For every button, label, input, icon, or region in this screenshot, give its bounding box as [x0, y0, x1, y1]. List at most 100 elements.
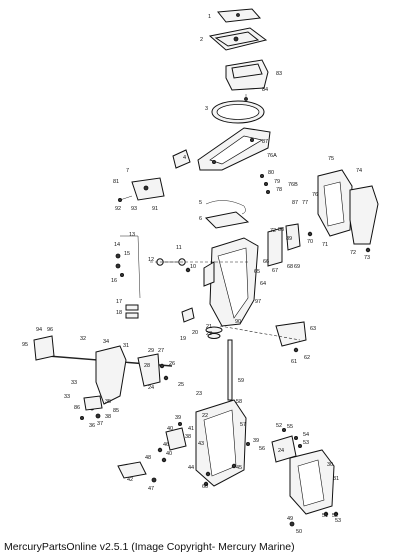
- drive-shaft: [227, 339, 233, 401]
- part-callout-75: 75: [328, 156, 334, 162]
- part-callout-24: 24: [148, 385, 154, 391]
- part-callout-76: 76: [312, 192, 318, 198]
- part-callout-48: 48: [145, 455, 151, 461]
- part-callout-72: 72: [270, 228, 276, 234]
- part-callout-22: 22: [202, 413, 208, 419]
- part-callout-34: 34: [103, 339, 109, 345]
- part-callout-64: 64: [260, 281, 266, 287]
- throttle-linkage: [115, 235, 141, 319]
- part-callout-10: 10: [190, 264, 196, 270]
- seal-ring-gasket: [211, 100, 265, 124]
- part-callout-90: 90: [235, 319, 241, 325]
- washer-group-20-22: [181, 307, 223, 339]
- part-callout-86: 86: [74, 405, 80, 411]
- part-callout-21: 21: [206, 324, 212, 330]
- part-callout-6: 6: [199, 216, 202, 222]
- part-callout-19: 19: [180, 336, 186, 342]
- part-callout-20: 20: [192, 330, 198, 336]
- part-callout-22: 22: [206, 331, 212, 337]
- lock-plate: [267, 223, 301, 267]
- part-callout-79: 79: [274, 179, 280, 185]
- part-callout-56: 56: [259, 446, 265, 452]
- part-callout-76B: 76B: [288, 182, 298, 188]
- part-callout-35: 35: [105, 399, 111, 405]
- part-callout-52: 52: [332, 513, 338, 519]
- shift-plate-42: [117, 461, 157, 483]
- part-callout-77: 77: [302, 200, 308, 206]
- side-cover-outer: [349, 185, 379, 245]
- part-callout-17: 17: [116, 299, 122, 305]
- adapter-gasket: [172, 149, 191, 169]
- part-callout-31: 31: [333, 476, 339, 482]
- part-callout-13: 13: [129, 232, 135, 238]
- part-callout-45: 45: [236, 465, 242, 471]
- top-cover-housing: [208, 27, 268, 51]
- tilt-lock-lever: [137, 353, 169, 387]
- part-callout-92: 92: [115, 206, 121, 212]
- part-callout-70: 70: [307, 239, 313, 245]
- part-callout-4: 4: [183, 155, 186, 161]
- part-callout-14: 14: [114, 242, 120, 248]
- part-callout-3: 3: [205, 106, 208, 112]
- part-callout-97: 97: [255, 299, 261, 305]
- part-callout-32: 32: [80, 336, 86, 342]
- part-callout-53: 53: [335, 518, 341, 524]
- part-callout-55: 55: [287, 424, 293, 430]
- part-callout-74: 74: [356, 168, 362, 174]
- part-callout-11: 11: [176, 245, 182, 251]
- part-callout-96: 96: [47, 327, 53, 333]
- part-callout-12: 12: [148, 257, 154, 263]
- part-callout-33: 33: [64, 394, 70, 400]
- part-callout-26: 26: [169, 361, 175, 367]
- part-callout-57: 57: [240, 422, 246, 428]
- clamp-screw-assembly: [157, 427, 237, 487]
- part-callout-80: 80: [268, 170, 274, 176]
- part-callout-36: 36: [89, 423, 95, 429]
- part-callout-5: 5: [199, 200, 202, 206]
- part-callout-37: 37: [97, 421, 103, 427]
- part-callout-63: 63: [310, 326, 316, 332]
- part-callout-7: 7: [126, 168, 129, 174]
- part-callout-71: 71: [322, 242, 328, 248]
- clamp-screws-right: [281, 427, 339, 527]
- part-callout-88: 88: [278, 227, 284, 233]
- plenum-block: [225, 59, 269, 91]
- part-callout-24: 24: [278, 448, 284, 454]
- lower-gasket-plate: [204, 211, 250, 229]
- part-callout-16: 16: [111, 278, 117, 284]
- part-callout-40: 40: [166, 451, 172, 457]
- pivot-bolt-12: [156, 258, 191, 273]
- part-callout-76A: 76A: [267, 153, 277, 159]
- part-callout-87: 87: [292, 200, 298, 206]
- driveshaft-housing: [203, 237, 259, 327]
- part-callout-40: 40: [167, 426, 173, 432]
- part-callout-85: 85: [113, 408, 119, 414]
- part-callout-50: 50: [296, 529, 302, 535]
- clamp-bracket-63: [275, 321, 307, 353]
- part-callout-1: 1: [208, 14, 211, 20]
- part-callout-43: 43: [198, 441, 204, 447]
- part-callout-83: 83: [276, 71, 282, 77]
- part-callout-38: 38: [185, 434, 191, 440]
- part-callout-33: 33: [71, 380, 77, 386]
- part-callout-53: 53: [303, 440, 309, 446]
- part-callout-41: 41: [188, 426, 194, 432]
- part-callout-67: 67: [272, 268, 278, 274]
- part-callout-66: 66: [263, 259, 269, 265]
- part-callout-73: 73: [364, 255, 370, 261]
- part-callout-60: 60: [202, 484, 208, 490]
- part-callout-51: 51: [322, 513, 328, 519]
- part-callout-29: 29: [148, 348, 154, 354]
- part-callout-30: 30: [327, 462, 333, 468]
- part-callout-39: 39: [175, 415, 181, 421]
- adapter-plate: [197, 127, 271, 171]
- shift-bracket: [118, 177, 165, 202]
- part-callout-39: 39: [253, 438, 259, 444]
- part-callout-47: 47: [148, 486, 154, 492]
- part-callout-27: 27: [158, 348, 164, 354]
- adjustment-screws: [259, 173, 371, 253]
- part-callout-25: 25: [178, 382, 184, 388]
- part-callout-62: 62: [304, 355, 310, 361]
- side-cover-right: [317, 169, 353, 237]
